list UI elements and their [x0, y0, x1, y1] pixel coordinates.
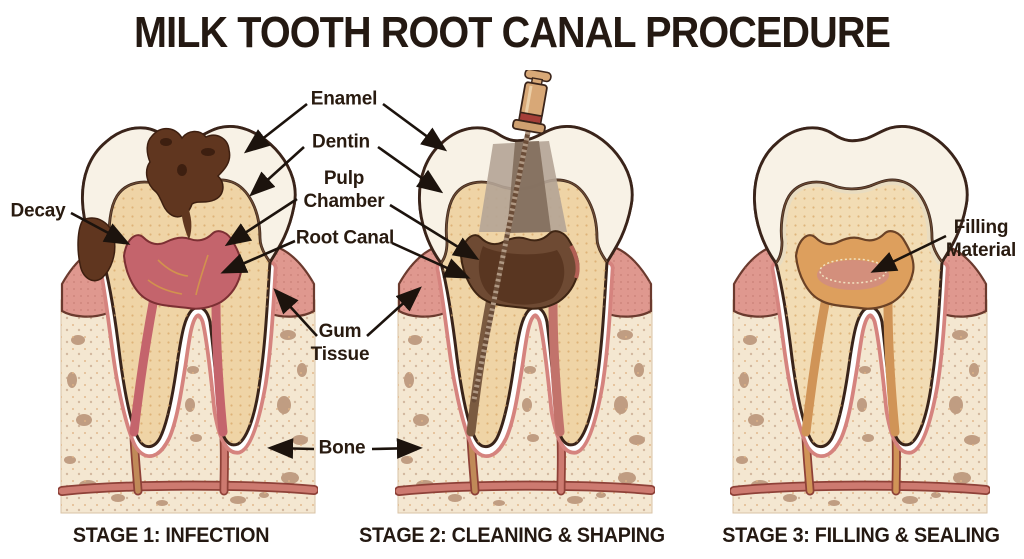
filling-tooth-diagram	[729, 124, 991, 514]
bone-label: Bone	[318, 437, 366, 459]
filling-material-label: Filling Material	[945, 217, 1017, 261]
root-canal-right	[211, 297, 228, 437]
endodontic-file	[471, 68, 552, 403]
root-canal-right	[883, 297, 900, 437]
file-handle	[511, 68, 552, 135]
pulp-veins	[147, 254, 209, 296]
stage-3-caption: STAGE 3: FILLING & SEALING	[722, 524, 1000, 547]
root-canal-label: Root Canal	[295, 227, 395, 249]
decay-label: Decay	[10, 200, 66, 222]
infection-tooth-diagram	[57, 124, 319, 514]
root-canal-left	[129, 293, 159, 437]
root-canal-right	[548, 297, 565, 437]
stage-2-illustration	[394, 68, 656, 515]
dentin-label: Dentin	[312, 131, 370, 153]
pulp-chamber-label: Pulp Chamber	[303, 168, 385, 212]
cleaning-tooth-diagram	[394, 68, 656, 514]
page-title: MILK TOOTH ROOT CANAL PROCEDURE	[0, 8, 1024, 58]
stage-2-caption: STAGE 2: CLEANING & SHAPING	[359, 524, 665, 547]
stage-1-caption: STAGE 1: INFECTION	[72, 524, 270, 547]
root-canal-left	[801, 293, 831, 437]
dentin-boundary-line	[775, 179, 943, 264]
infected-pulp	[122, 230, 243, 437]
page-title-text: MILK TOOTH ROOT CANAL PROCEDURE	[133, 8, 891, 57]
stage-1-illustration	[57, 70, 319, 515]
stage-3-illustration	[729, 70, 991, 515]
access-cavity	[479, 141, 567, 233]
file-shaft	[471, 129, 531, 403]
enamel-label: Enamel	[310, 88, 378, 110]
gum-tissue-label: Gum Tissue	[310, 321, 370, 365]
